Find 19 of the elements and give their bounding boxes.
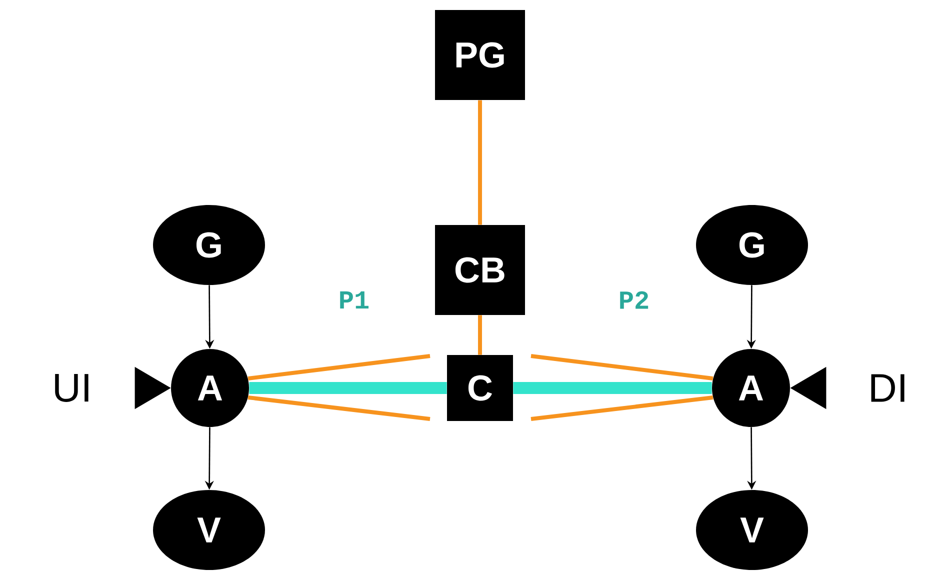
ellipse-node: V bbox=[153, 490, 265, 570]
ellipse-node: G bbox=[153, 205, 265, 285]
component-box: PG bbox=[435, 10, 525, 100]
ellipse-node: V bbox=[696, 490, 808, 570]
connector-line bbox=[478, 315, 482, 355]
connector-line bbox=[248, 395, 430, 421]
edge-label: P1 bbox=[340, 291, 369, 309]
side-label: DI bbox=[871, 374, 904, 402]
connector-line bbox=[530, 395, 714, 421]
side-label: UI bbox=[55, 374, 88, 402]
ellipse-node: G bbox=[696, 205, 808, 285]
connector-line bbox=[513, 382, 712, 394]
edge-label: P2 bbox=[620, 291, 648, 309]
connector-line bbox=[530, 354, 714, 380]
connector-line bbox=[478, 100, 482, 225]
connector-line bbox=[248, 354, 430, 380]
component-box: C bbox=[447, 355, 513, 421]
component-box: CB bbox=[435, 225, 525, 315]
connector-line bbox=[249, 382, 447, 394]
